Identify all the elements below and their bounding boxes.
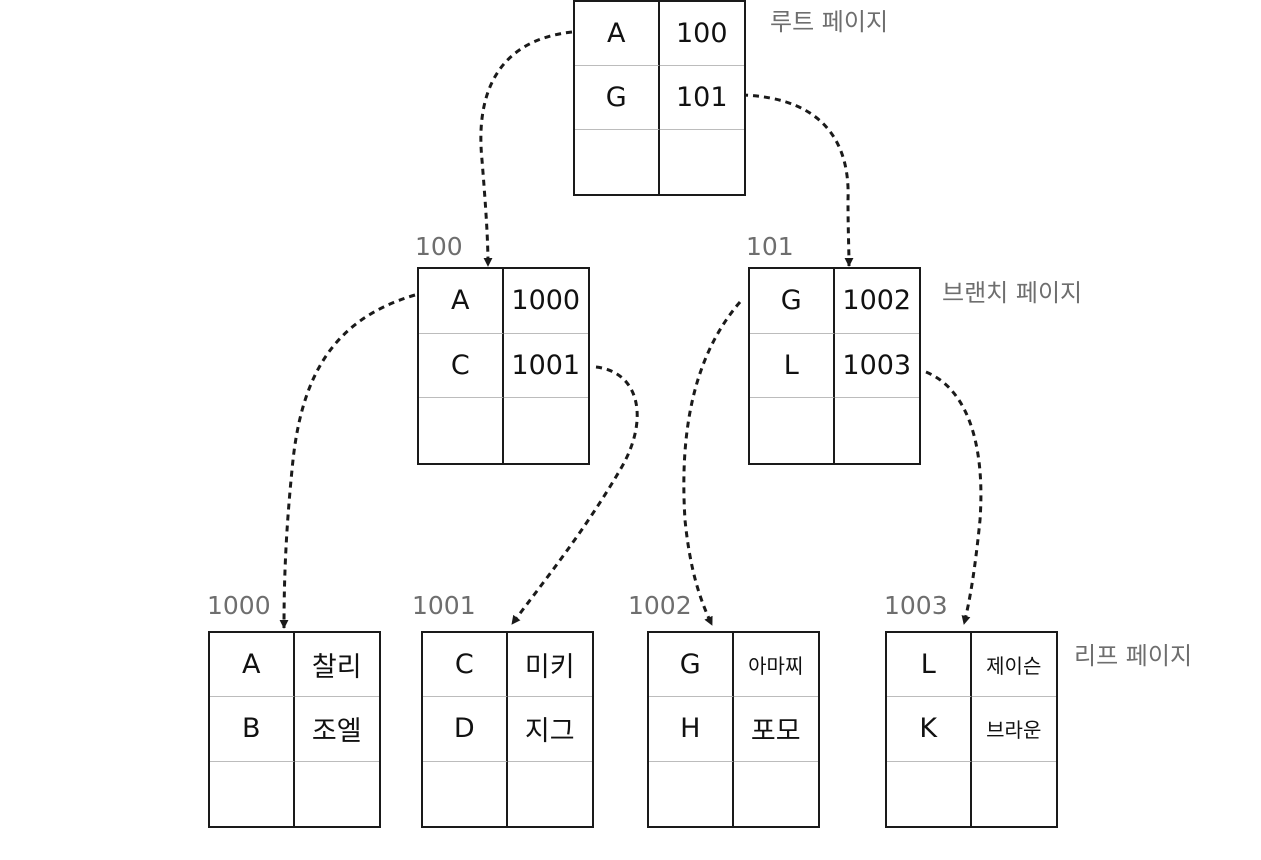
leaf-1002-key-3 xyxy=(649,761,734,826)
leaf-1000-key-1: A xyxy=(210,633,295,698)
branch-100-key-1: A xyxy=(419,269,504,334)
branch-101-key-1: G xyxy=(750,269,835,334)
branch-page-101: G 1002 L 1003 xyxy=(748,267,921,465)
leaf-1000-value-2: 조엘 xyxy=(294,697,379,762)
arrow-101-to-1002 xyxy=(682,301,742,626)
branch-100-key-3 xyxy=(419,398,504,463)
branch-101-pointer-2: 1003 xyxy=(834,334,919,399)
leaf-1001-value-2: 지그 xyxy=(507,697,592,762)
arrow-100-to-1000 xyxy=(279,293,416,629)
leaf-page-label: 리프 페이지 xyxy=(1074,642,1193,670)
branch-100-pointer-2: 1001 xyxy=(503,334,588,399)
leaf-1002-value-2: 포모 xyxy=(733,697,818,762)
leaf-1000-value-1: 찰리 xyxy=(294,633,379,698)
leaf-1001-key-2: D xyxy=(423,697,508,762)
leaf-1002-id: 1002 xyxy=(628,591,692,620)
leaf-page-1001: C 미키 D 지그 xyxy=(421,631,594,828)
root-key-2: G xyxy=(575,66,660,130)
leaf-1002-key-2: H xyxy=(649,697,734,762)
root-page-label: 루트 페이지 xyxy=(770,8,889,36)
root-pointer-2: 101 xyxy=(659,66,744,130)
leaf-1001-key-3 xyxy=(423,761,508,826)
leaf-1003-value-1: 제이슨 xyxy=(971,633,1056,698)
root-key-1: A xyxy=(575,2,660,66)
branch-101-key-3 xyxy=(750,398,835,463)
leaf-1001-value-3 xyxy=(508,762,593,826)
root-key-3 xyxy=(575,130,660,194)
branch-100-pointer-1: 1000 xyxy=(503,269,588,334)
leaf-page-1002: G 아마찌 H 포모 xyxy=(647,631,820,828)
leaf-1003-key-2: K xyxy=(887,697,972,762)
leaf-1003-id: 1003 xyxy=(884,591,948,620)
leaf-1002-key-1: G xyxy=(649,633,734,698)
branch-101-pointer-3 xyxy=(835,398,920,463)
branch-page-100: A 1000 C 1001 xyxy=(417,267,590,465)
arrow-root-to-100 xyxy=(479,30,573,267)
leaf-1003-value-3 xyxy=(972,762,1057,826)
leaf-1000-key-2: B xyxy=(210,697,295,762)
leaf-1002-value-3 xyxy=(734,762,819,826)
leaf-1003-value-2: 브라운 xyxy=(971,697,1056,762)
leaf-1002-value-1: 아마찌 xyxy=(733,633,818,698)
branch-100-id: 100 xyxy=(415,232,463,261)
branch-100-pointer-3 xyxy=(504,398,589,463)
arrow-101-to-1003 xyxy=(925,370,983,625)
leaf-1003-key-3 xyxy=(887,761,972,826)
leaf-1000-key-3 xyxy=(210,761,295,826)
leaf-1001-id: 1001 xyxy=(412,591,476,620)
branch-100-key-2: C xyxy=(419,333,504,399)
branch-101-id: 101 xyxy=(746,232,794,261)
leaf-1000-id: 1000 xyxy=(207,591,271,620)
branch-page-label: 브랜치 페이지 xyxy=(942,279,1083,307)
branch-101-pointer-1: 1002 xyxy=(834,269,919,334)
leaf-1000-value-3 xyxy=(295,762,380,826)
leaf-page-1000: A 찰리 B 조엘 xyxy=(208,631,381,828)
root-pointer-1: 100 xyxy=(659,2,744,66)
leaf-1001-key-1: C xyxy=(423,633,508,698)
leaf-page-1003: L 제이슨 K 브라운 xyxy=(885,631,1058,828)
branch-101-key-2: L xyxy=(750,333,835,399)
leaf-1003-key-1: L xyxy=(887,633,972,698)
root-pointer-3 xyxy=(660,130,745,194)
root-page: A 100 G 101 xyxy=(573,0,746,196)
leaf-1001-value-1: 미키 xyxy=(507,633,592,698)
